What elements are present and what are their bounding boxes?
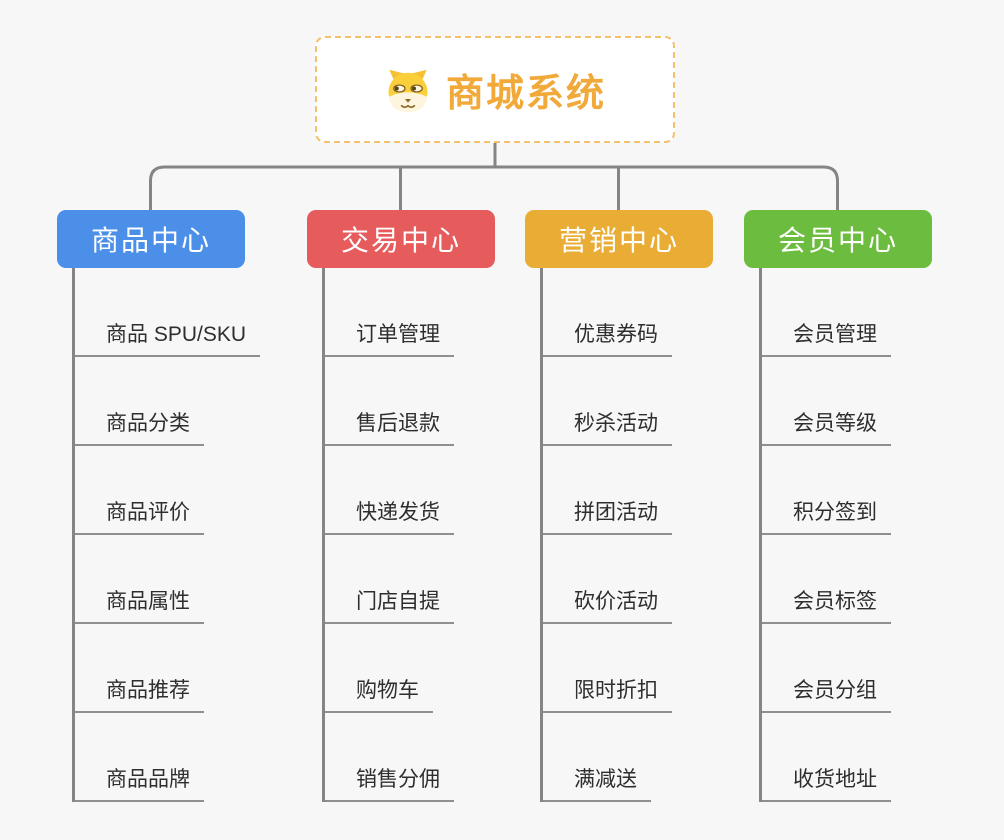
child-row: 售后退款 <box>325 357 495 446</box>
branch-children-trunk: 商品 SPU/SKU 商品分类商品评价商品属性商品推荐商品品牌 <box>72 268 261 802</box>
child-row: 商品分类 <box>75 357 245 446</box>
child-node[interactable]: 会员标签 <box>762 585 891 624</box>
child-node[interactable]: 拼团活动 <box>543 496 672 535</box>
child-row: 商品属性 <box>75 535 245 624</box>
child-node[interactable]: 门店自提 <box>325 585 454 624</box>
child-row: 积分签到 <box>762 446 932 535</box>
child-node[interactable]: 销售分佣 <box>325 763 454 802</box>
child-node[interactable]: 会员等级 <box>762 407 891 446</box>
child-row: 满减送 <box>543 713 713 802</box>
child-row: 快递发货 <box>325 446 495 535</box>
child-row: 购物车 <box>325 624 495 713</box>
child-row: 商品品牌 <box>75 713 245 802</box>
child-node[interactable]: 积分签到 <box>762 496 891 535</box>
branch-rail-line <box>149 165 839 210</box>
child-row: 优惠券码 <box>543 268 713 357</box>
child-node[interactable]: 优惠券码 <box>543 318 672 357</box>
child-node[interactable]: 商品分类 <box>75 407 204 446</box>
child-row: 商品推荐 <box>75 624 245 713</box>
child-node[interactable]: 砍价活动 <box>543 585 672 624</box>
child-row: 会员分组 <box>762 624 932 713</box>
child-row: 门店自提 <box>325 535 495 624</box>
root-title: 商城系统 <box>445 73 606 115</box>
child-node[interactable]: 购物车 <box>325 674 433 713</box>
child-row: 秒杀活动 <box>543 357 713 446</box>
child-node[interactable]: 商品品牌 <box>75 763 204 802</box>
child-node[interactable]: 满减送 <box>543 763 651 802</box>
child-node[interactable]: 商品评价 <box>75 496 204 535</box>
branch-column: 会员中心会员管理会员等级积分签到会员标签会员分组收货地址 <box>744 210 932 802</box>
child-row: 会员标签 <box>762 535 932 624</box>
child-row: 销售分佣 <box>325 713 495 802</box>
child-node[interactable]: 商品属性 <box>75 585 204 624</box>
root-node[interactable]: 商城系统 <box>315 36 675 143</box>
child-row: 订单管理 <box>325 268 495 357</box>
branch-column: 营销中心优惠券码秒杀活动拼团活动砍价活动限时折扣满减送 <box>525 210 713 802</box>
child-node[interactable]: 商品推荐 <box>75 674 204 713</box>
child-node[interactable]: 秒杀活动 <box>543 407 672 446</box>
child-row: 砍价活动 <box>543 535 713 624</box>
branch-node[interactable]: 会员中心 <box>744 210 932 268</box>
dog-face-icon <box>388 69 428 112</box>
child-node[interactable]: 限时折扣 <box>543 674 672 713</box>
child-node[interactable]: 快递发货 <box>325 496 454 535</box>
branch-children-trunk: 优惠券码秒杀活动拼团活动砍价活动限时折扣满减送 <box>540 268 713 802</box>
child-row: 商品 SPU/SKU <box>75 268 261 357</box>
branch-node[interactable]: 商品中心 <box>57 210 245 268</box>
child-node[interactable]: 会员管理 <box>762 318 891 357</box>
child-node[interactable]: 收货地址 <box>762 763 891 802</box>
child-row: 收货地址 <box>762 713 932 802</box>
branch-children-trunk: 会员管理会员等级积分签到会员标签会员分组收货地址 <box>759 268 932 802</box>
child-row: 商品评价 <box>75 446 245 535</box>
branch-column: 商品中心商品 SPU/SKU 商品分类商品评价商品属性商品推荐商品品牌 <box>57 210 261 802</box>
child-row: 限时折扣 <box>543 624 713 713</box>
branch-children-trunk: 订单管理售后退款快递发货门店自提购物车销售分佣 <box>322 268 495 802</box>
branch-node[interactable]: 交易中心 <box>307 210 495 268</box>
child-row: 拼团活动 <box>543 446 713 535</box>
child-row: 会员等级 <box>762 357 932 446</box>
branch-node[interactable]: 营销中心 <box>525 210 713 268</box>
child-node[interactable]: 会员分组 <box>762 674 891 713</box>
child-node[interactable]: 订单管理 <box>325 318 454 357</box>
child-row: 会员管理 <box>762 268 932 357</box>
child-node[interactable]: 商品 SPU/SKU <box>75 318 261 357</box>
child-node[interactable]: 售后退款 <box>325 407 454 446</box>
branch-column: 交易中心订单管理售后退款快递发货门店自提购物车销售分佣 <box>307 210 495 802</box>
